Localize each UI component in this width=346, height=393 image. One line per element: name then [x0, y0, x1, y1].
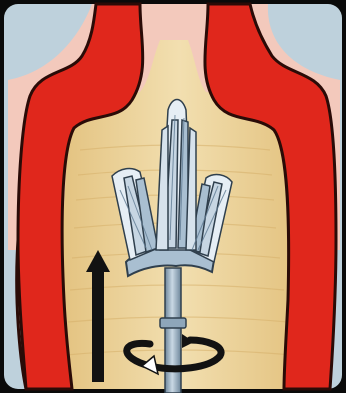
brush-collar: [160, 318, 186, 328]
brush-handle: [165, 268, 181, 393]
